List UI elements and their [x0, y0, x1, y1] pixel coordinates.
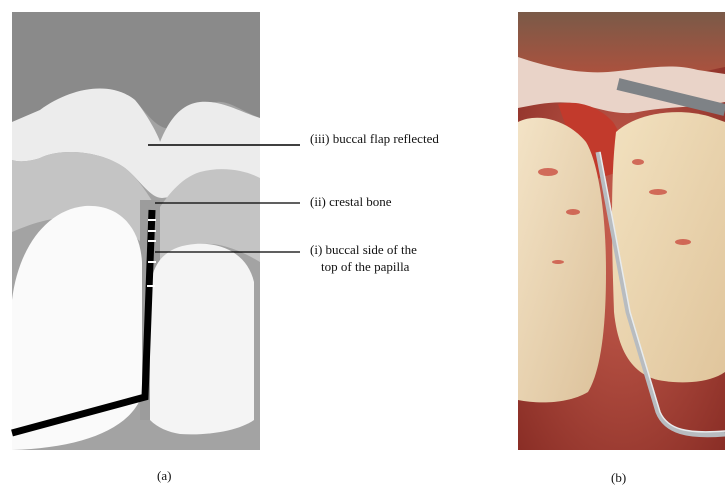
annotation-ii: (ii) crestal bone: [310, 194, 392, 210]
schematic-diagram: [0, 0, 300, 450]
panel-label-a: (a): [157, 468, 171, 484]
photo-left-tooth: [518, 118, 606, 403]
annotation-i-line2: top of the papilla: [321, 259, 409, 275]
right-tooth: [150, 244, 254, 435]
annotation-iii: (iii) buccal flap reflected: [310, 131, 439, 147]
annotation-i-line1: (i) buccal side of the: [310, 242, 417, 258]
panel-label-b: (b): [611, 470, 626, 486]
clinical-photo: [518, 12, 725, 450]
photo-right-tooth: [612, 112, 725, 382]
